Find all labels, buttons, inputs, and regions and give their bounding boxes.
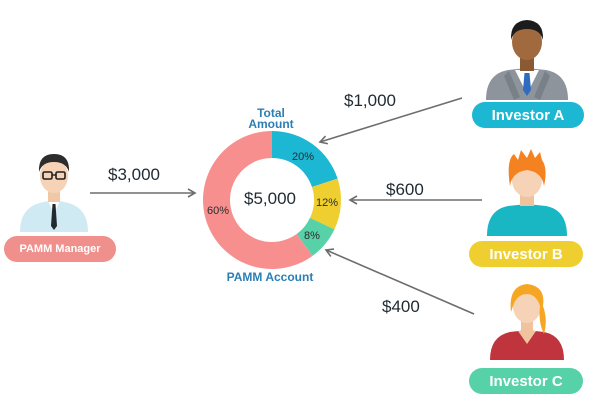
- pamm-manager-avatar-icon: [20, 154, 88, 232]
- investor-a-amount: $1,000: [344, 91, 396, 110]
- investor-b-badge: Investor B: [469, 241, 583, 267]
- investor-c-amount: $400: [382, 297, 420, 316]
- donut-slice-12: [310, 178, 341, 230]
- total-caption-line1: Total: [257, 106, 285, 120]
- investor-c-arrow: [324, 248, 475, 315]
- pamm-manager-badge: PAMM Manager: [4, 236, 116, 262]
- investor-b-avatar-icon: [487, 149, 567, 236]
- investor-c-avatar-icon: [490, 284, 564, 360]
- pamm-account-donut: [203, 131, 341, 269]
- investor-a-avatar-icon: [486, 20, 568, 100]
- manager-amount: $3,000: [108, 165, 160, 184]
- slice-label-60: 60%: [206, 205, 230, 217]
- investor-a-arrow: [318, 97, 463, 145]
- pamm-account-caption: PAMM Account: [226, 270, 314, 284]
- total-amount-value: $5,000: [244, 189, 296, 208]
- total-amount-caption: Total Amount: [236, 106, 306, 131]
- investor-b-amount: $600: [386, 180, 424, 199]
- donut-slice-60: [203, 131, 313, 269]
- donut-slice-20: [272, 131, 338, 188]
- investor-c-badge: Investor C: [469, 368, 583, 394]
- slice-label-8: 8%: [304, 230, 320, 242]
- total-caption-line2: Amount: [248, 117, 294, 131]
- slice-label-20: 20%: [291, 151, 315, 163]
- investor-a-badge: Investor A: [472, 102, 584, 128]
- slice-label-12: 12%: [315, 197, 339, 209]
- donut-slice-8: [296, 217, 335, 256]
